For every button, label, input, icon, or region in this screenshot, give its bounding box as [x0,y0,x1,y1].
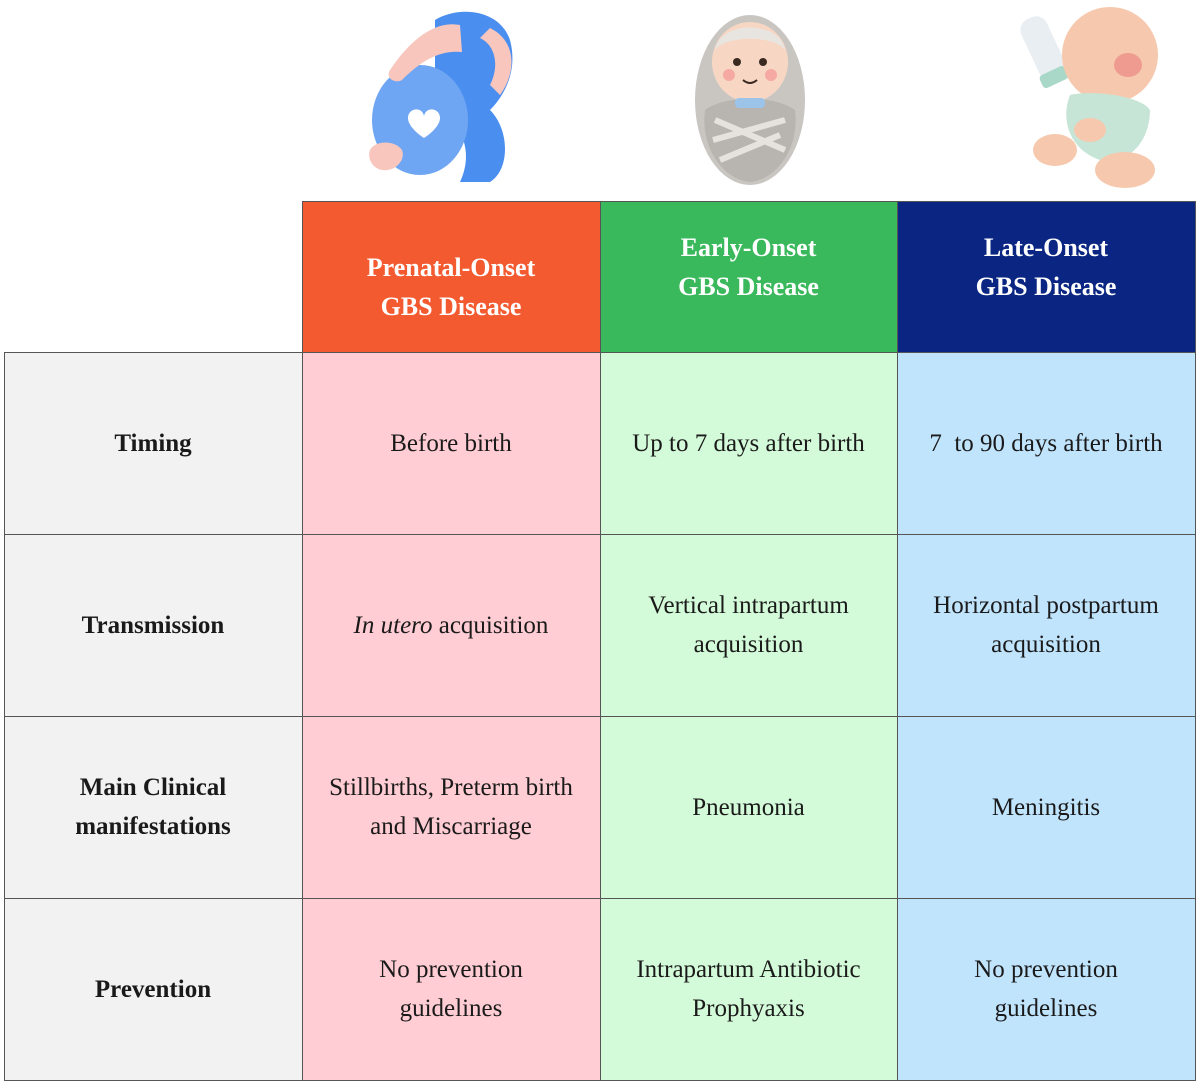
grid-line [4,1080,1195,1081]
column-title-line1: Prenatal-Onset [366,252,536,282]
column-title-line1: Late-Onset [983,232,1109,262]
column-title-line2: GBS Disease [380,291,522,321]
cell-text-line2: acquisition [991,631,1101,658]
grid-line [4,352,1195,353]
column-title-line2: GBS Disease [678,271,819,301]
cell-text-line1: No prevention [379,956,523,983]
cell-text: Meningitis [991,793,1101,821]
infant-with-bottle-icon [1000,0,1190,195]
grid-line [4,716,1195,717]
cell-text-line1: Horizontal postpartum [933,592,1159,619]
cell-text-line1: Vertical intrapartum [648,592,849,619]
cell-text: 7 to 90 days after birth [929,429,1163,457]
cell-text: acquisition [432,611,549,639]
cell-manifestations-prenatal: Stillbirths, Preterm birth and Miscarriag… [302,716,600,898]
swaddled-newborn-icon [665,0,835,195]
grid-line [302,201,303,1081]
grid-line [600,201,601,1081]
grid-line [4,898,1195,899]
cell-text: Before birth [390,429,512,457]
cell-manifestations-early: Pneumonia [600,716,897,898]
cell-prevention-prenatal: No prevention guidelines [302,898,600,1080]
cell-transmission-prenatal: In utero acquisition [302,534,600,716]
row-label-line2: manifestations [75,813,231,840]
cell-timing-prenatal: Before birth [302,352,600,534]
grid-line [4,534,1195,535]
grid-line [4,352,5,1081]
grid-line [1195,201,1196,1081]
row-label-line1: Main Clinical [79,774,227,801]
cell-text-italic: In utero [353,611,433,639]
cell-prevention-late: No prevention guidelines [897,898,1195,1080]
cell-timing-late: 7 to 90 days after birth [897,352,1195,534]
cell-text: Pneumonia [692,793,805,821]
cell-transmission-late: Horizontal postpartum acquisition [897,534,1195,716]
row-header-manifestations: Main Clinical manifestations [4,716,302,898]
cell-text-line1: Intrapartum Antibiotic [636,956,861,983]
grid-line [302,201,1195,202]
cell-text-line2: and Miscarriage [370,813,532,840]
row-header-transmission: Transmission [4,534,302,716]
row-label: Prevention [94,975,212,1003]
cell-transmission-early: Vertical intrapartum acquisition [600,534,897,716]
cell-text-line1: No prevention [974,956,1118,983]
cell-text-line2: Prophyaxis [692,995,805,1022]
cell-text-line2: guidelines [994,995,1098,1022]
cell-timing-early: Up to 7 days after birth [600,352,897,534]
cell-text-line2: acquisition [693,631,804,658]
cell-text-line1: Stillbirths, Preterm birth [329,774,573,801]
pregnant-woman-icon [340,0,560,195]
column-title-line1: Early-Onset [680,232,817,262]
row-label: Timing [114,429,192,457]
cell-text-line2: guidelines [399,995,503,1022]
column-title-line2: GBS Disease [975,271,1117,301]
cell-text: Up to 7 days after birth [632,429,865,457]
row-header-timing: Timing [4,352,302,534]
row-label: Transmission [81,611,225,639]
row-header-prevention: Prevention [4,898,302,1080]
grid-line [897,201,898,1081]
cell-manifestations-late: Meningitis [897,716,1195,898]
